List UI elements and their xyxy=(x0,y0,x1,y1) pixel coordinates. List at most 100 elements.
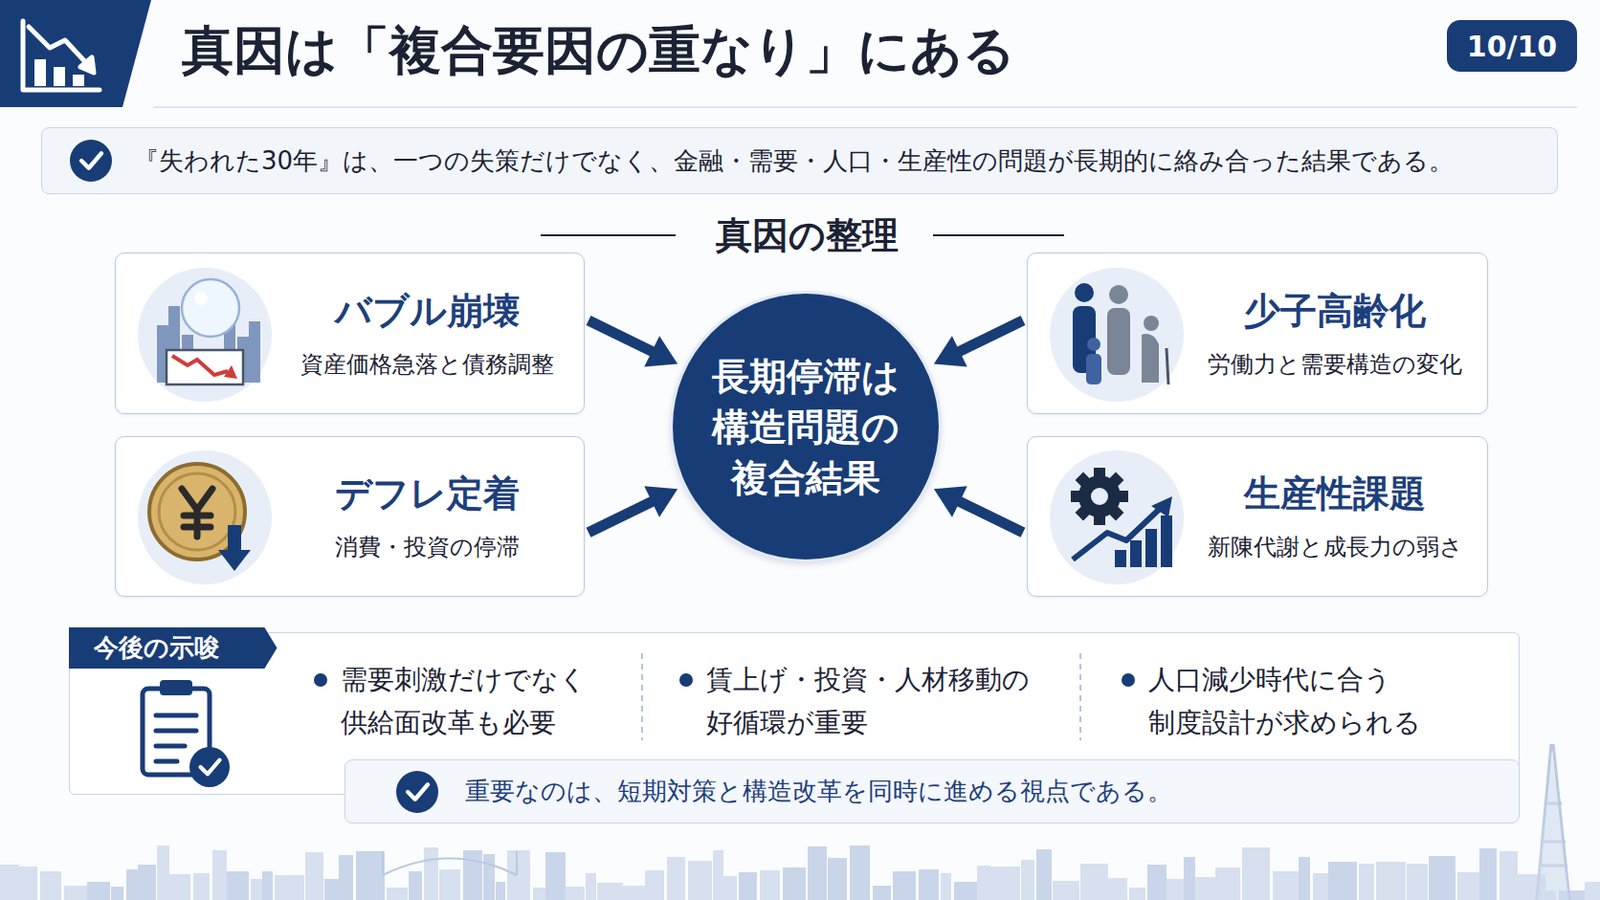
bridge xyxy=(382,851,517,876)
badge-text: 10/10 xyxy=(1466,29,1557,64)
factor-box: バブル崩壊資産価格急落と債務調整 xyxy=(114,252,585,415)
bubble-icon xyxy=(128,258,282,412)
arrow-head xyxy=(933,486,968,517)
arrow-head xyxy=(644,335,678,367)
factor-body: 資産価格急落と債務調整 xyxy=(300,348,555,381)
skyline-building xyxy=(622,886,645,900)
skyline-building xyxy=(1108,878,1128,900)
skyline-building xyxy=(40,871,62,900)
skyline-building xyxy=(193,873,210,900)
skyline-building xyxy=(1129,888,1146,900)
skyline-building xyxy=(533,888,546,900)
skyline-building xyxy=(892,871,916,900)
factor-heading: 少子高齢化 xyxy=(1244,287,1426,335)
skyline-building xyxy=(738,872,757,900)
skyline-building xyxy=(1052,881,1080,900)
bar-text: 『失われた30年』は、一つの失策だけでなく、金融・需要・人口・生産性の問題が長期… xyxy=(133,144,1454,178)
bullet-dot xyxy=(1121,673,1135,688)
skyline-building xyxy=(723,876,737,900)
arrow-shaft xyxy=(955,320,1023,354)
conclusion-bar: 重要なのは、短期対策と構造改革を同時に進める視点である。 xyxy=(344,759,1520,824)
skyline-building xyxy=(1358,864,1375,900)
heading-rule xyxy=(933,234,1065,237)
skyline-building xyxy=(954,882,978,900)
skyline-building xyxy=(1298,857,1311,900)
skyline-building xyxy=(1036,849,1052,900)
skyline-building xyxy=(585,873,597,900)
skyline-building xyxy=(849,845,870,900)
skyline-building xyxy=(169,874,191,900)
skyline-building xyxy=(759,870,780,900)
bullet-item: 賃上げ・投資・人材移動の 好循環が重要 xyxy=(679,658,1063,745)
skyline-building xyxy=(463,850,483,900)
bullet-text: 需要刺激だけでなく 供給面改革も必要 xyxy=(340,658,621,745)
coin-icon xyxy=(128,441,282,595)
header-block xyxy=(0,0,152,108)
skyline-building xyxy=(807,846,827,900)
panel-tab: 今後の示唆 xyxy=(68,627,278,669)
skyline-building xyxy=(1406,864,1428,900)
skyline-building xyxy=(1272,871,1299,900)
skyline-building xyxy=(872,886,891,900)
skyline-building xyxy=(355,851,385,900)
section-heading: 真因の整理 xyxy=(615,212,999,259)
skyline-building xyxy=(423,847,439,900)
factor-box: 生産性課題新陳代謝と成長力の弱さ xyxy=(1026,436,1489,598)
bullet-text: 人口減少時代に合う 制度設計が求められる xyxy=(1148,658,1505,745)
bullet-text: 賃上げ・投資・人材移動の 好循環が重要 xyxy=(706,658,1063,745)
skyline-building xyxy=(990,866,1021,900)
factor-body: 新陳代謝と成長力の弱さ xyxy=(1207,531,1464,564)
skyline-building xyxy=(483,854,495,900)
skyline-building xyxy=(644,870,665,900)
bullet-dot xyxy=(313,673,328,688)
skyline-building xyxy=(1328,862,1357,900)
factor-heading: バブル崩壊 xyxy=(334,287,520,335)
people-icon xyxy=(1040,258,1194,412)
summary-bar: 『失われた30年』は、一つの失策だけでなく、金融・需要・人口・生産性の問題が長期… xyxy=(41,127,1558,195)
skyline-building xyxy=(226,871,249,900)
bullet-item: 需要刺激だけでなく 供給面改革も必要 xyxy=(313,658,621,745)
arrow-connector xyxy=(933,320,1023,368)
arrow-connector xyxy=(588,320,678,368)
skyline-building xyxy=(688,861,712,900)
skyline-building xyxy=(495,882,506,900)
page-badge: 10/10 xyxy=(1446,20,1578,72)
skyline-building xyxy=(507,850,531,900)
skyline-building xyxy=(338,855,354,900)
center-circle: 長期停滞は 構造問題の 複合結果 xyxy=(672,293,939,560)
arrow-connector xyxy=(588,486,678,533)
skyline-building xyxy=(250,879,263,900)
skyline-building xyxy=(1428,856,1456,900)
skyline-building xyxy=(597,883,623,900)
skyline-building xyxy=(324,879,339,900)
skyline-building xyxy=(0,865,20,900)
center-text: 長期停滞は 構造問題の 複合結果 xyxy=(705,351,908,504)
skyline-building xyxy=(712,850,724,900)
skyline-building xyxy=(274,875,305,900)
skyline-building xyxy=(1312,873,1329,900)
header-rule xyxy=(153,106,1578,109)
factor-heading: 生産性課題 xyxy=(1244,469,1426,518)
skyline-building xyxy=(262,871,273,900)
skyline-building xyxy=(940,873,952,900)
skyline-building xyxy=(1080,864,1109,900)
skyline-building xyxy=(1195,877,1216,900)
skyline-building xyxy=(545,852,566,900)
bullet-item: 人口減少時代に合う 制度設計が求められる xyxy=(1121,658,1505,745)
header-icon xyxy=(22,21,100,90)
skyline-building xyxy=(1147,865,1167,900)
skyline-building xyxy=(918,869,939,900)
skyline-building xyxy=(782,867,806,900)
skyline-building xyxy=(565,887,585,900)
skyline-building xyxy=(212,850,227,900)
bar-text: 重要なのは、短期対策と構造改革を同時に進める視点である。 xyxy=(465,775,1173,809)
skyline-building xyxy=(1584,882,1600,900)
skyline-building xyxy=(1183,857,1196,900)
skyline-building xyxy=(1215,867,1241,900)
skyline-building xyxy=(439,869,461,900)
tower xyxy=(1534,755,1570,900)
arrow-head xyxy=(644,486,678,517)
slide-title: 真因は「複合要因の重なり」にある xyxy=(181,19,1016,83)
factor-box: 少子高齢化労働力と需要構造の変化 xyxy=(1026,252,1489,415)
